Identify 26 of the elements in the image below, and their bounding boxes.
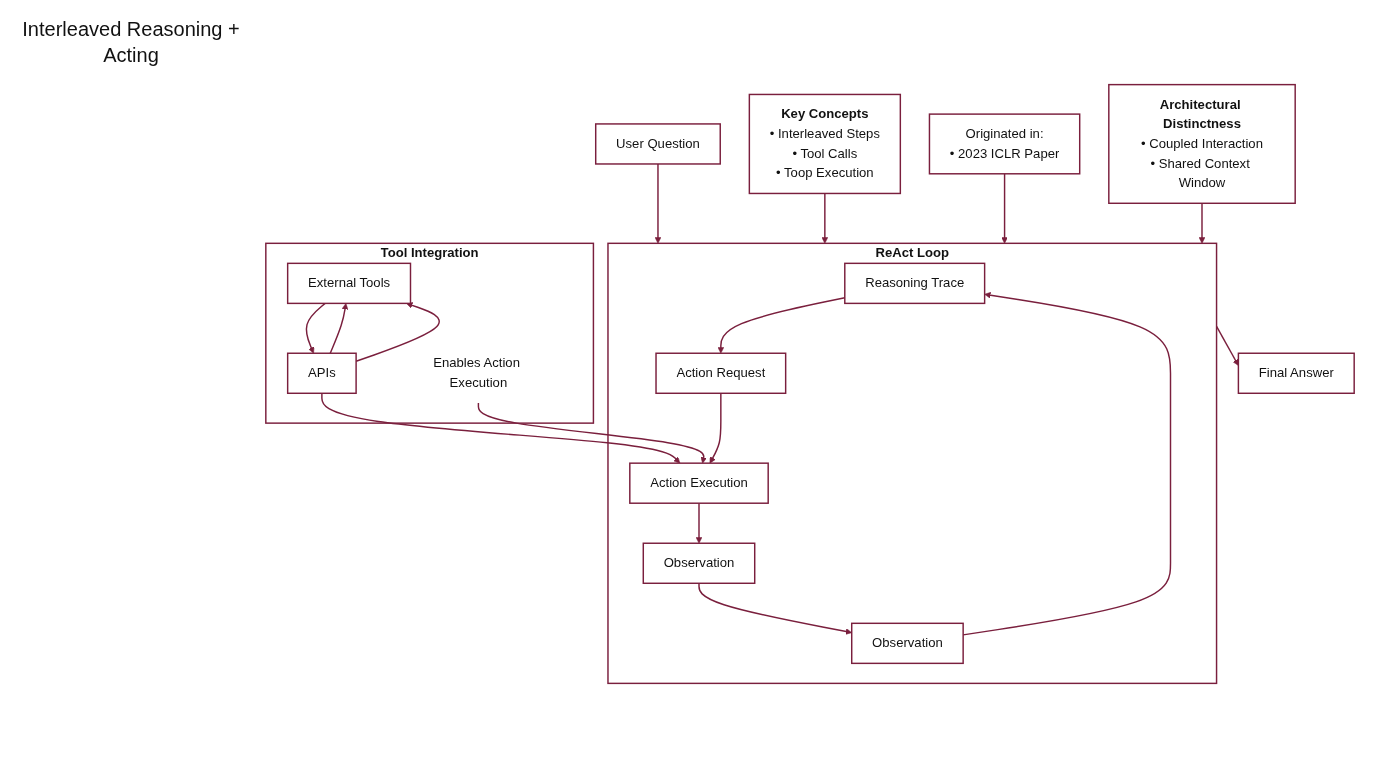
arrow [821,192,829,244]
arrow [1215,325,1239,366]
node-box: User Question [595,123,721,165]
node-box: Originated in: • 2023 ICLR Paper [928,113,1081,175]
node-box: Final Answer [1237,352,1355,394]
node-box: APIs [286,352,357,394]
arrow [709,392,722,464]
arrow [477,402,707,464]
arrow [1198,202,1206,244]
arrow [698,582,852,635]
node-box: Key Concepts • Interleaved Steps • Tool Calls • Toop Execution [748,93,902,195]
arrow [305,302,326,354]
arrow [321,392,681,464]
arrow [329,303,349,354]
node-box: Architectural Distinctness • Coupled Interaction • Shared Context Window [1108,83,1296,204]
node-box: Reasoning Trace [844,262,986,305]
arrow [1001,173,1008,244]
note-text: Interleaved Reasoning + Acting [21,17,241,68]
node-box: External Tools [286,262,412,305]
node-box: Observation [851,622,964,665]
node-box: Observation [642,542,756,584]
node-box: Action Request [655,352,787,394]
arrow [654,163,662,244]
arrow [695,502,703,544]
node-box: Action Execution [629,462,769,504]
node-text: Enables Action Execution [433,355,520,391]
